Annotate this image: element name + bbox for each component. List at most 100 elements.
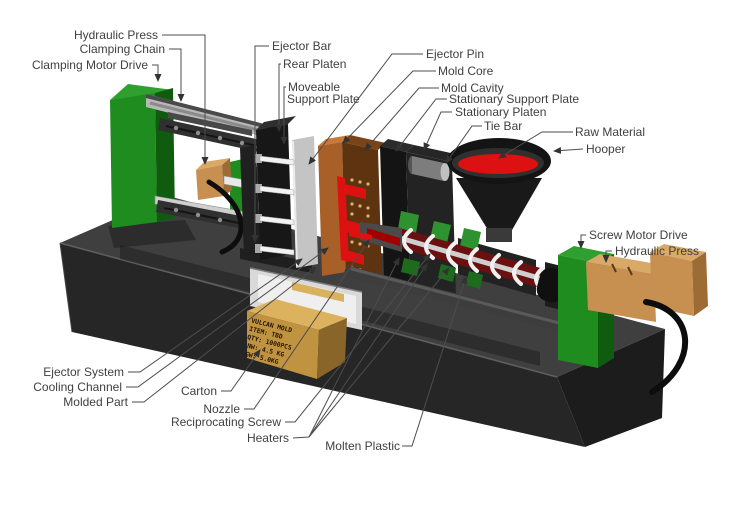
leader-heaters-2 [308,263,428,438]
sprue [367,228,400,246]
pin-cap [255,214,262,223]
leader-clamping-chain [169,48,185,102]
leader-hooper [553,147,584,155]
leader-molded-part [132,266,317,403]
clamp-arm-upper-slot [165,125,263,148]
hopper [447,138,551,242]
carton-front-face [247,311,319,379]
label-molten-plastic: Molten Plastic [325,439,400,453]
mold-cavity-plate [342,142,382,282]
leader-hydraulic-press-right [602,250,612,263]
label-moveable-support-plate-line1: Moveable [288,80,340,94]
green-block-shadow [108,220,196,248]
ejector-pin-rod [259,215,295,226]
screw-flights [402,228,545,292]
label-ejector-pin: Ejector Pin [426,47,484,61]
label-reciprocating-screw: Reciprocating Screw [171,415,281,429]
runner-top [344,184,366,199]
alcove-top-edge [249,267,363,293]
carton-top-face [247,299,347,330]
label-mold-cavity: Mold Cavity [441,81,504,95]
carton-print: VULCAN MOLD ITEM: TBD QTY: 1000PCS NW: 4… [244,318,293,367]
screw-flight [424,234,435,260]
label-ejector-bar: Ejector Bar [272,39,331,53]
leader-stationary-platen [423,111,452,151]
rear-platen-top [256,116,296,130]
label-nozzle: Nozzle [203,402,240,416]
pin-cap [255,184,262,193]
cooling-dots [350,178,370,272]
base-top-face [60,196,665,377]
power-cable-left [206,179,244,255]
label-molded-part: Molded Part [63,395,128,409]
leader-ejector-pin [308,53,423,165]
leader-reciprocating-screw [285,253,431,423]
screw-flight [402,228,413,254]
tie-bar-boss [412,156,444,181]
mold-cavity-top [342,135,386,150]
stationary-platen-part [380,146,410,286]
clamp-cylinder-top [196,158,230,170]
ejector-pin-rod [259,185,295,196]
ejector-pin-rod [259,155,295,166]
leader-stationary-support-plate [395,98,447,152]
hyd-press-bar-front [586,262,656,322]
screw-flight [468,247,479,273]
hyd-press-head-front [650,252,694,316]
label-screw-motor-drive: Screw Motor Drive [589,228,688,242]
leader-nozzle [244,239,370,410]
leader-clamping-motor-drive [152,64,162,82]
alcove-back [258,274,356,324]
rivet [173,125,179,131]
screw-flight [490,253,501,279]
label-hydraulic-press-right: Hydraulic Press [615,244,699,258]
leader-cooling-channel [126,247,329,388]
clamp-arm-upper-link [168,112,252,136]
heater-band [466,271,483,289]
hopper-stem [486,228,512,242]
label-mold-core: Mold Core [438,64,494,78]
leader-heaters-stem [292,436,310,439]
leader-tie-bar [445,125,482,164]
stationary-platen-ext [406,152,456,298]
label-rear-platen: Rear Platen [283,57,346,71]
rivet [173,207,179,213]
ejector-pins [255,154,295,256]
leader-screw-motor-drive [577,234,586,249]
leader-ejector-bar [251,45,269,243]
leader-hydraulic-press-left [162,34,209,165]
carriage-rod-highlight [350,267,592,333]
label-heaters: Heaters [247,431,289,445]
clamping-motor-front [110,93,157,228]
label-hydraulic-press-left: Hydraulic Press [74,28,158,42]
heater-band [430,221,451,243]
label-raw-material: Raw Material [575,125,645,139]
hyd-press-head-top [650,244,706,261]
leader-heaters-1 [308,257,400,438]
sprue-hot [349,230,372,241]
mold-core-plate [318,142,346,276]
leader-raw-material [498,131,573,159]
carton-side-face [317,318,347,379]
tie-bar-boss-cap [440,163,450,181]
carriage-rod [344,266,598,340]
screw-flight [512,260,523,286]
label-carton: Carton [181,384,217,398]
rivet [217,135,223,141]
label-moveable-support-plate-line2: Support Plate [287,92,360,106]
rivet [195,130,201,136]
press-notch [611,263,617,273]
leader-carton [221,349,261,392]
platen-mold-assembly [240,116,460,298]
hyd-press-head-side [692,252,708,316]
label-clamping-chain: Clamping Chain [80,42,165,56]
rivet [217,217,223,223]
leader-moveable-support-plate [280,86,288,145]
screw-flight [446,241,457,267]
hopper-cone [456,178,542,230]
pin-cap [255,154,262,163]
label-hooper: Hooper [586,142,625,156]
leader-molten-plastic [402,276,468,447]
